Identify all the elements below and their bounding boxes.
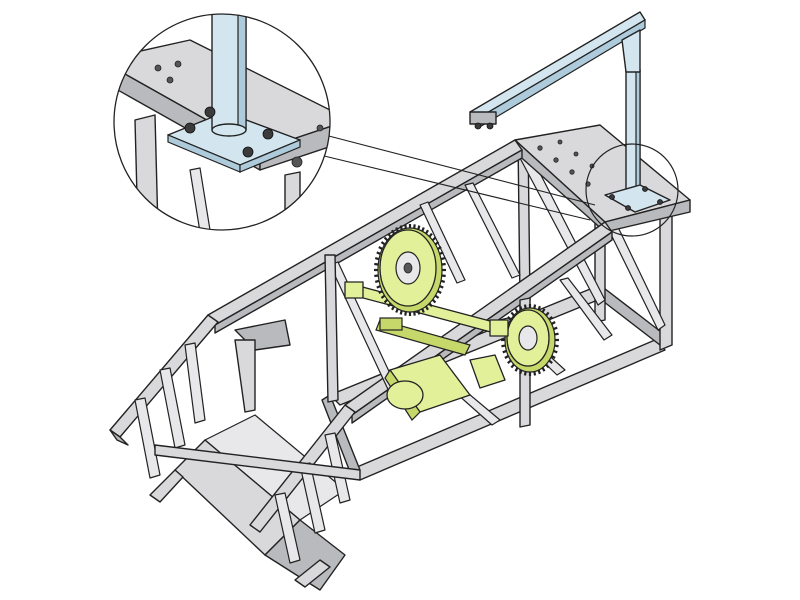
gear-tooth xyxy=(507,316,512,321)
gear-tooth xyxy=(374,257,380,261)
callout-leader-lines xyxy=(319,134,596,221)
gear-tooth xyxy=(541,308,546,313)
large-spur-gear xyxy=(374,224,446,316)
gear-tooth xyxy=(387,302,392,308)
gear-tooth xyxy=(551,355,556,359)
gear-tooth xyxy=(441,262,446,266)
gear-tooth xyxy=(421,308,425,313)
gear-tooth xyxy=(545,311,550,317)
gear-tooth xyxy=(514,367,519,372)
gear-tooth xyxy=(548,359,553,364)
gear-tooth xyxy=(439,285,444,289)
small-spur-gear xyxy=(501,304,559,376)
gear-tooth xyxy=(387,232,392,238)
gear-tooth xyxy=(395,227,399,232)
detail-magnified-view xyxy=(113,13,331,231)
detail-callout-target xyxy=(585,143,679,237)
gear-tooth xyxy=(510,311,515,317)
gear-tooth xyxy=(399,310,403,315)
gear-tooth xyxy=(501,344,506,348)
gear-tooth xyxy=(413,224,416,229)
gear-tooth xyxy=(551,321,556,325)
jib-crane-boom xyxy=(469,11,646,129)
gear-tooth xyxy=(395,308,399,313)
gear-tooth xyxy=(523,371,527,376)
large-gear-teeth xyxy=(374,224,446,316)
gear-tooth xyxy=(502,349,507,354)
gear-tooth xyxy=(428,302,433,308)
gear-tooth xyxy=(425,305,429,311)
gear-tooth xyxy=(376,251,381,255)
gear-tooth xyxy=(554,344,559,348)
left-sloped-truss xyxy=(109,314,361,588)
gear-tooth xyxy=(417,225,421,230)
gear-motor xyxy=(384,354,506,421)
bearing-blocks xyxy=(344,281,509,337)
gear-tooth xyxy=(439,251,444,255)
gear-tooth xyxy=(437,246,442,250)
gear-tooth xyxy=(380,294,386,299)
gear-tooth xyxy=(391,305,395,311)
gear-tooth xyxy=(545,363,550,369)
gear-tooth xyxy=(434,294,440,299)
jib-crane-post xyxy=(604,69,671,213)
trolley-hoist xyxy=(469,111,497,130)
gear-tooth xyxy=(533,371,537,376)
gear-tooth xyxy=(504,355,509,359)
gear-tooth xyxy=(537,305,541,311)
gear-tooth xyxy=(431,236,437,242)
gear-tooth xyxy=(554,332,559,336)
gear-tooth xyxy=(537,369,541,375)
gear-tooth xyxy=(428,232,433,238)
gear-tooth xyxy=(378,246,383,250)
gear-tooth xyxy=(519,369,523,375)
gear-tooth xyxy=(376,285,381,289)
top-plate-holes xyxy=(537,139,595,187)
gear-tooth xyxy=(374,279,380,283)
gear-tooth xyxy=(404,224,407,229)
gear-tooth xyxy=(383,298,389,304)
gear-tooth xyxy=(553,349,558,354)
gear-tooth xyxy=(431,298,437,304)
gear-tooth xyxy=(441,274,446,278)
gear-tooth xyxy=(510,363,515,369)
gear-tooth xyxy=(523,304,527,309)
gear-tooth xyxy=(374,262,379,266)
gear-tooth xyxy=(514,308,519,313)
gear-tooth xyxy=(421,227,425,232)
gear-tooth xyxy=(399,225,403,230)
gear-tooth xyxy=(440,279,446,283)
gear-tooth xyxy=(404,311,407,316)
gear-tooth xyxy=(383,236,389,242)
gear-tooth xyxy=(519,305,523,311)
gear-tooth xyxy=(541,367,546,372)
gear-tooth xyxy=(548,316,553,321)
gear-tooth xyxy=(440,257,446,261)
gear-tooth xyxy=(425,229,429,235)
gear-tooth xyxy=(553,326,558,331)
gear-tooth xyxy=(391,229,395,235)
gear-tooth xyxy=(417,310,421,315)
gear-tooth xyxy=(380,241,386,246)
gear-tooth xyxy=(413,311,416,316)
gear-tooth xyxy=(533,304,537,309)
gear-tooth xyxy=(507,359,512,364)
gear-tooth xyxy=(434,241,440,246)
gear-tooth xyxy=(374,274,379,278)
gear-tooth xyxy=(437,290,442,294)
gear-tooth xyxy=(378,290,383,294)
